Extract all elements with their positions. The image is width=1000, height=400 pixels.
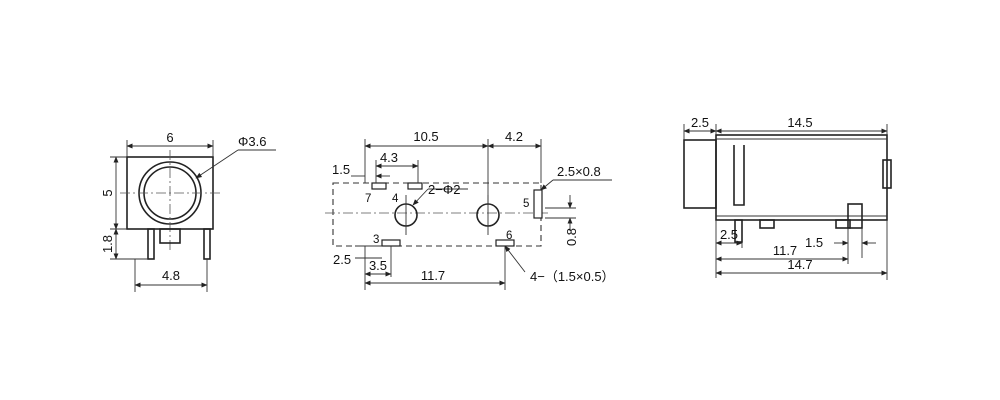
side-internal-contact — [733, 145, 745, 206]
front-center-tab — [159, 228, 181, 244]
bottom-len-b-dim: 4.2 — [505, 129, 523, 144]
side-len-total-dim: 14.7 — [787, 257, 812, 272]
side-boss — [835, 219, 851, 229]
bottom-pitch-b-dim: 3.5 — [369, 258, 387, 273]
pin-label-7: 7 — [365, 193, 371, 205]
bottom-len-c-dim: 11.7 — [421, 268, 445, 283]
side-front-collar — [683, 139, 717, 209]
side-pin-rear — [847, 203, 863, 229]
bottom-view: 7 4 5 3 6 2−Φ2 10.5 4.2 4.3 1.5 2.5×0.8 — [325, 129, 615, 290]
pin-label-6: 6 — [506, 230, 512, 242]
hole-dim: 2−Φ2 — [428, 182, 460, 197]
bottom-offset-b-dim: 2.5 — [333, 252, 351, 267]
side-view: 2.5 14.5 2.5 1.5 11.7 14.7 — [683, 115, 892, 280]
bottom-pad-note: 4−（1.5×0.5） — [530, 269, 615, 284]
side-pin-a-dim: 2.5 — [720, 227, 738, 242]
front-hole-dim: Φ3.6 — [238, 134, 266, 149]
pin-label-3: 3 — [373, 234, 379, 246]
pin-label-5: 5 — [523, 198, 529, 210]
side-rear-terminal — [882, 159, 892, 189]
side-pin-b-dim: 1.5 — [805, 235, 823, 250]
bottom-pad-top-dim: 2.5×0.8 — [557, 164, 601, 179]
front-pin-height-dim: 1.8 — [100, 235, 115, 253]
footprint-outline — [332, 182, 542, 247]
front-height-dim: 5 — [100, 189, 115, 196]
front-width-dim: 6 — [166, 130, 173, 145]
side-body-len-dim: 14.5 — [787, 115, 812, 130]
bottom-pitch-a-dim: 4.3 — [380, 150, 398, 165]
side-main-body — [715, 134, 888, 221]
front-view: 6 Φ3.6 5 1.8 4.8 — [100, 130, 276, 292]
bottom-len-a-dim: 10.5 — [413, 129, 438, 144]
pad-top-2 — [407, 182, 423, 190]
pad-7 — [371, 182, 387, 190]
side-pin-mid — [759, 219, 775, 229]
bottom-offset-a-dim: 1.5 — [332, 162, 350, 177]
side-front-len-dim: 2.5 — [691, 115, 709, 130]
side-len-c-dim: 11.7 — [773, 243, 797, 258]
bottom-side-dim: 0.8 — [564, 228, 579, 246]
front-pin-right — [203, 228, 211, 260]
pad-3 — [381, 239, 401, 247]
pad-5 — [533, 189, 543, 219]
front-pin-left — [147, 228, 155, 260]
front-pin-span-dim: 4.8 — [162, 268, 180, 283]
pin-label-4: 4 — [392, 193, 399, 205]
